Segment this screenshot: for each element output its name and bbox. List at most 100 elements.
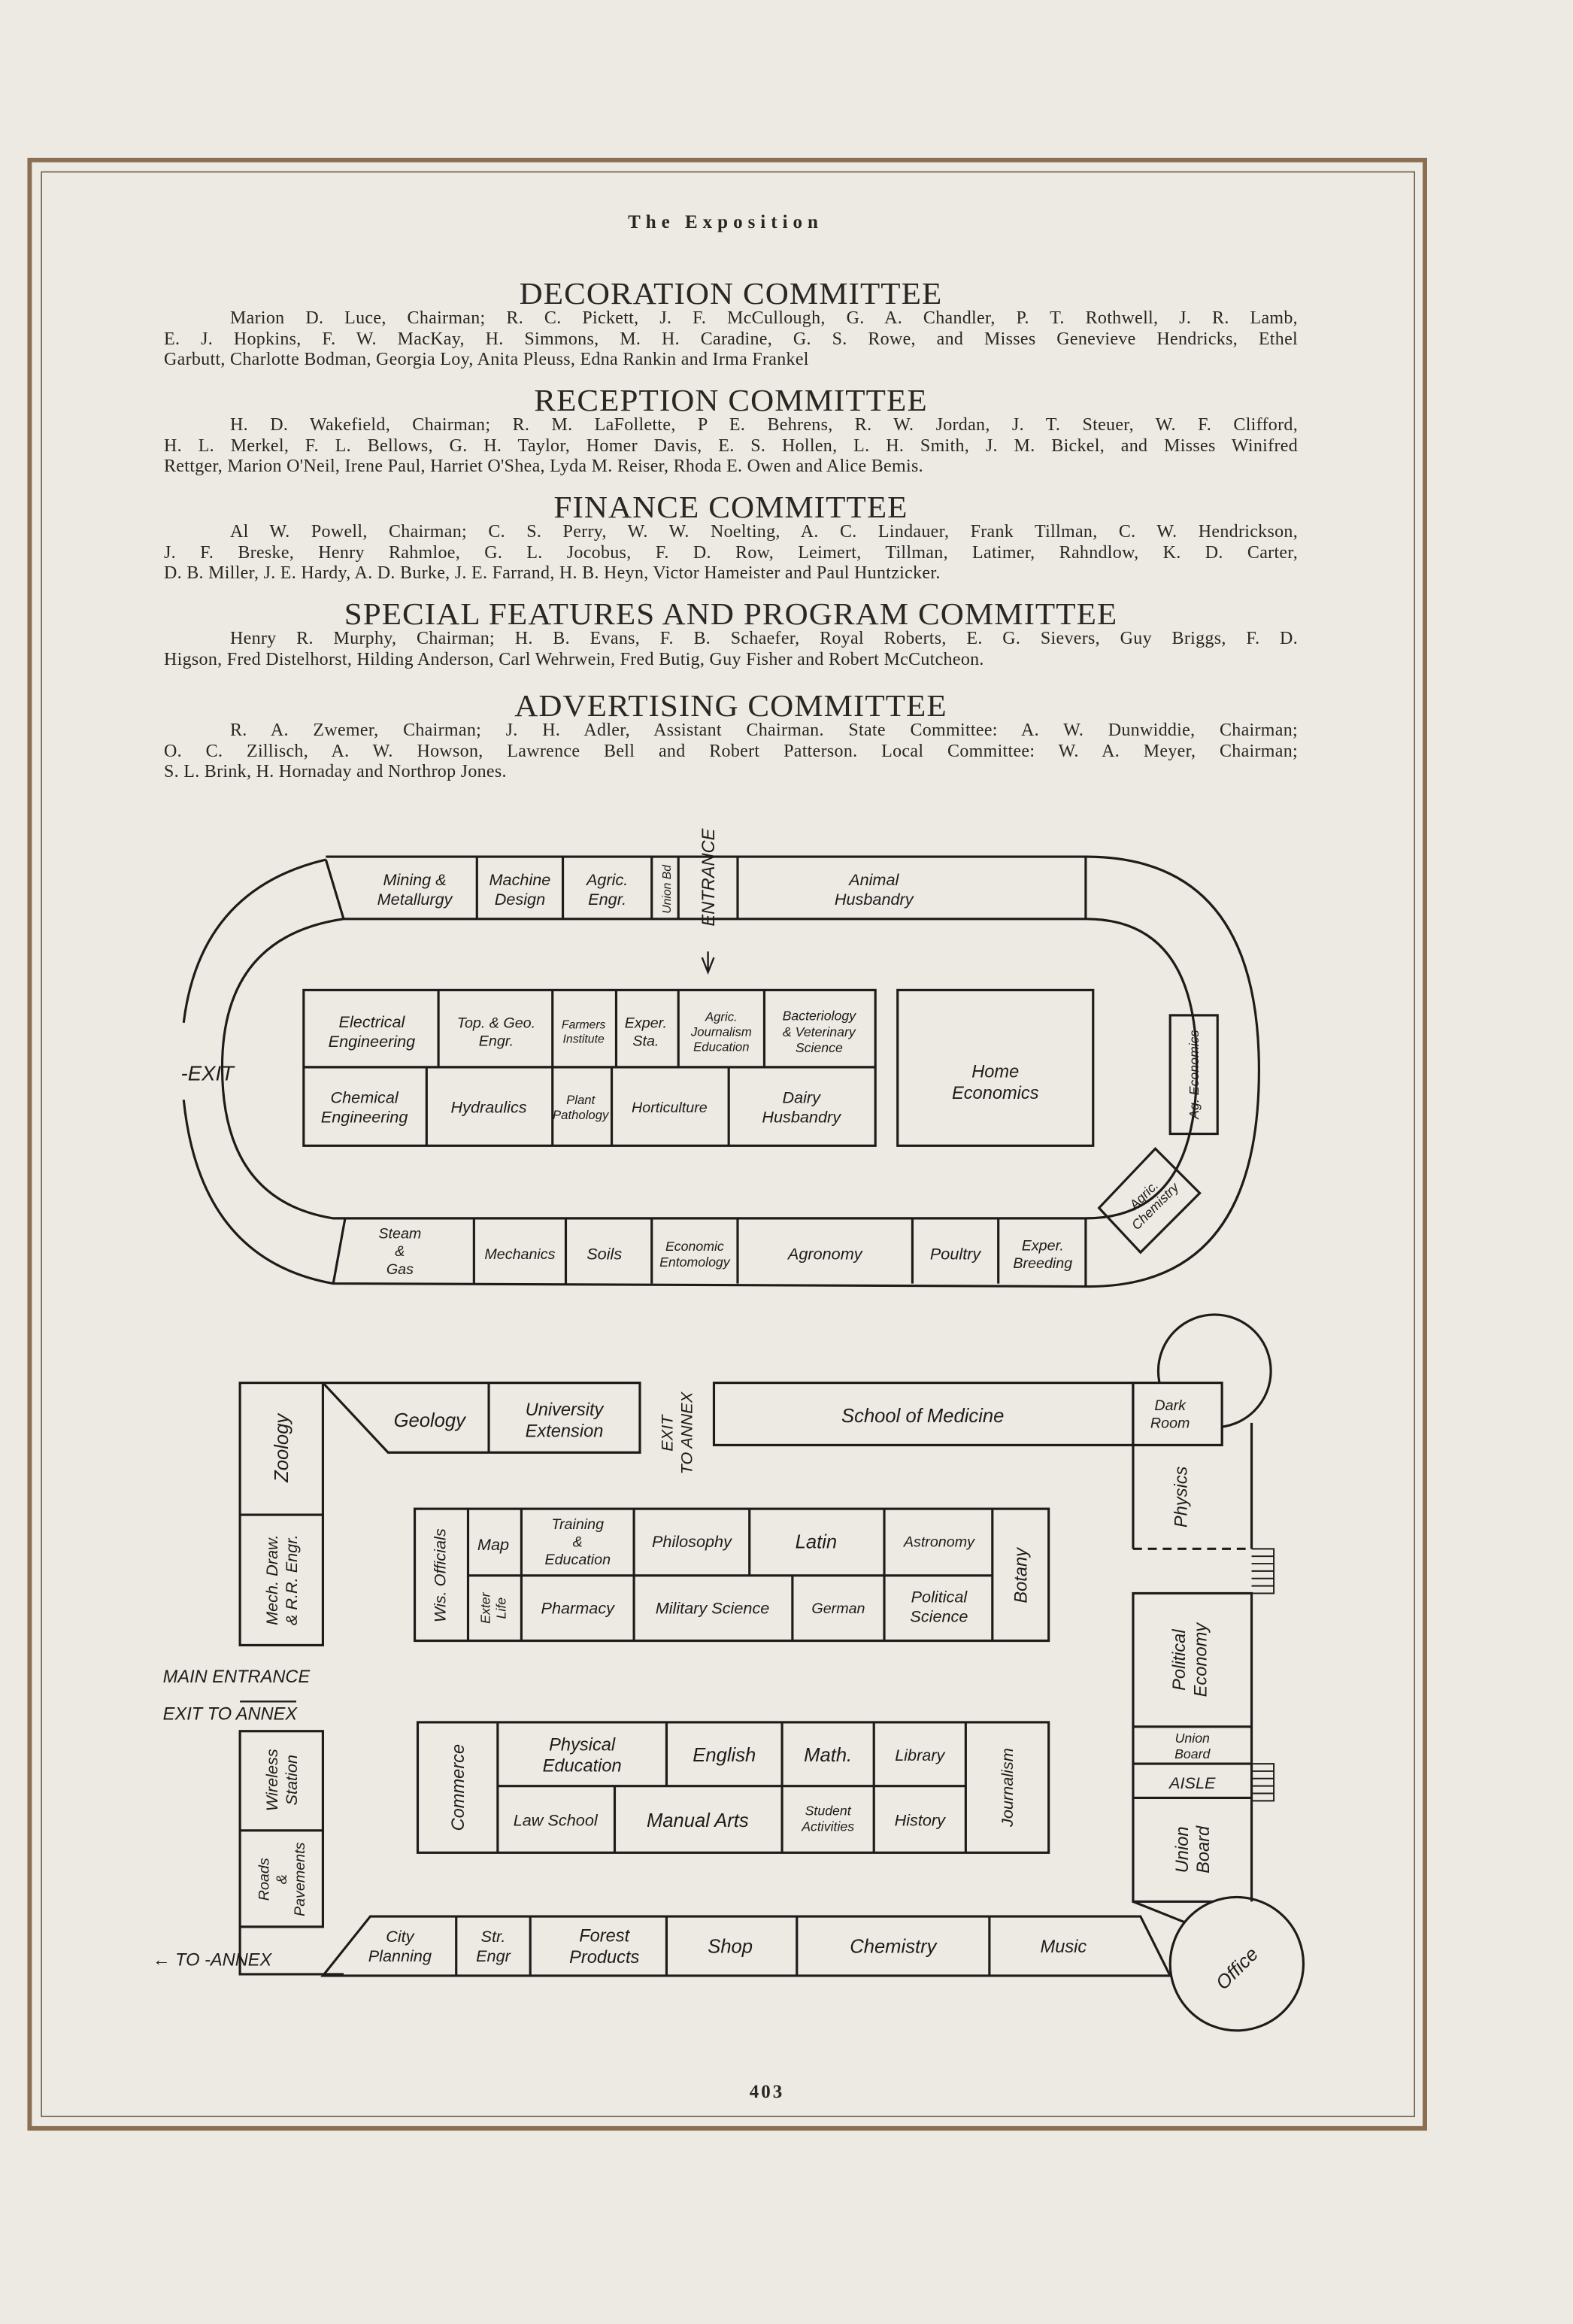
booth-label-line: -EXIT [181,1061,236,1085]
booth-label-military-science: Military Science [656,1599,770,1618]
booth-label-main-entrance: MAIN ENTRANCE [163,1667,311,1687]
booth-label-exit: -EXIT [181,1061,236,1085]
committee-members-line: S. L. Brink, H. Hornaday and Northrop Jo… [164,762,507,781]
booth-label-line: Home [971,1063,1019,1082]
booth-label-line: Exter [478,1591,493,1623]
booth-label-line: ENTRANCE [699,828,719,926]
booth-label-line: Husbandry [762,1108,841,1127]
booth-label-commerce: Commerce [449,1744,468,1831]
booth-label-line: Political [1170,1629,1190,1691]
booth-label-line: Sta. [632,1033,659,1049]
booth-label-line: Extension [526,1421,604,1441]
booth-label-line: Mech. Draw. [262,1535,281,1625]
booth-label-line: Manual Arts [647,1810,749,1831]
committee-members-line: D. B. Miller, J. E. Hardy, A. D. Burke, … [164,563,941,583]
booth-label-line: Agric. [705,1009,738,1024]
booth-label-library: Library [895,1746,945,1764]
booth-label-line: Student [805,1804,852,1819]
booth-label-line: Music [1041,1937,1087,1957]
booth-label-wis-officials: Wis. Officials [431,1528,450,1622]
booth-label-line: Dark [1154,1397,1187,1414]
booth-label-line: & R.R. Engr. [282,1534,301,1625]
booth-label-math: Math. [804,1745,852,1766]
booth-label-line: TO ANNEX [677,1391,696,1474]
booth-label-line: Latin [796,1531,838,1552]
booth-label-line: Library [895,1746,945,1764]
booth-label-line: Political [911,1588,968,1606]
lower-exhibit-hall [238,1313,1305,2032]
booth-label-line: & [573,1534,583,1550]
booth-label-line: Forest [579,1927,630,1946]
booth-label-line: Engineering [329,1032,416,1051]
page-frame [27,157,1427,2131]
booth-label-mechanics: Mechanics [484,1246,555,1263]
booth-label-training-education: Training&Education [544,1516,611,1568]
booth-label-chemistry: Chemistry [850,1936,938,1957]
booth-label-line: Map [477,1535,509,1554]
booth-label-line: Math. [804,1745,852,1766]
committee-title: DECORATION COMMITTEE [519,276,943,311]
booth-label-agronomy: Agronomy [786,1245,863,1264]
booth-label-line: Hydraulics [451,1098,527,1117]
booth-label-line: Str. [481,1927,506,1946]
booth-label-line: Ag. Economics [1187,1030,1202,1119]
committee-members-line: Marion D. Luce, Chairman; R. C. Pickett,… [230,308,1298,328]
booth-label-line: Poultry [930,1245,982,1264]
booth-label-line: Husbandry [835,890,914,909]
booth-label-history: History [895,1810,947,1829]
booth-label-line: Botany [1012,1547,1032,1603]
booth-label-line: Economy [1191,1622,1211,1697]
booth-label-entrance: ENTRANCE [699,828,719,926]
booth-label-line: Institute [563,1033,605,1046]
booth-label-line: Animal [847,870,899,889]
booth-label-line: Soils [586,1245,622,1264]
booth-label-physics: Physics [1171,1466,1191,1528]
booth-label-line: Entomology [659,1255,731,1270]
booth-label-line: Mechanics [484,1246,555,1263]
booth-label-latin: Latin [796,1531,838,1552]
booth-label-union-bd: Union Bd [661,864,674,914]
booth-label-ag-economics: Ag. Economics [1187,1030,1202,1119]
booth-label-line: Planning [368,1946,432,1965]
booth-label-exper-breeding: Exper.Breeding [1013,1237,1072,1272]
booth-label-line: Training [551,1516,604,1533]
booth-label-line: University [526,1400,605,1420]
booth-label-line: Astronomy [903,1534,975,1550]
booth-label-agric-engr: Agric.Engr. [585,870,628,909]
booth-label-line: Chemical [330,1088,399,1107]
booth-label-astronomy: Astronomy [903,1534,975,1550]
booth-label-line: Metallurgy [377,890,453,909]
booth-label-line: German [811,1600,865,1617]
committee-members-line: Garbutt, Charlotte Bodman, Georgia Loy, … [164,350,809,369]
booth-label-exter-life: ExterLife [478,1591,509,1623]
booth-label-line: Economic [665,1239,724,1254]
booth-label-line: & [395,1243,405,1260]
booth-label-line: Steam [378,1225,421,1242]
booth-label-steam-gas: Steam&Gas [378,1225,421,1277]
booth-label-exper-sta: Exper.Sta. [625,1015,667,1050]
booth-label-line: Activities [801,1819,854,1834]
booth-label-philosophy: Philosophy [652,1532,732,1551]
booth-label-line: Geology [394,1410,468,1431]
booth-label-line: Dairy [782,1088,821,1107]
booth-label-zoology: Zoology [271,1412,292,1483]
booth-label-line: Chemistry [850,1936,938,1957]
booth-label-line: Engr [476,1946,511,1965]
